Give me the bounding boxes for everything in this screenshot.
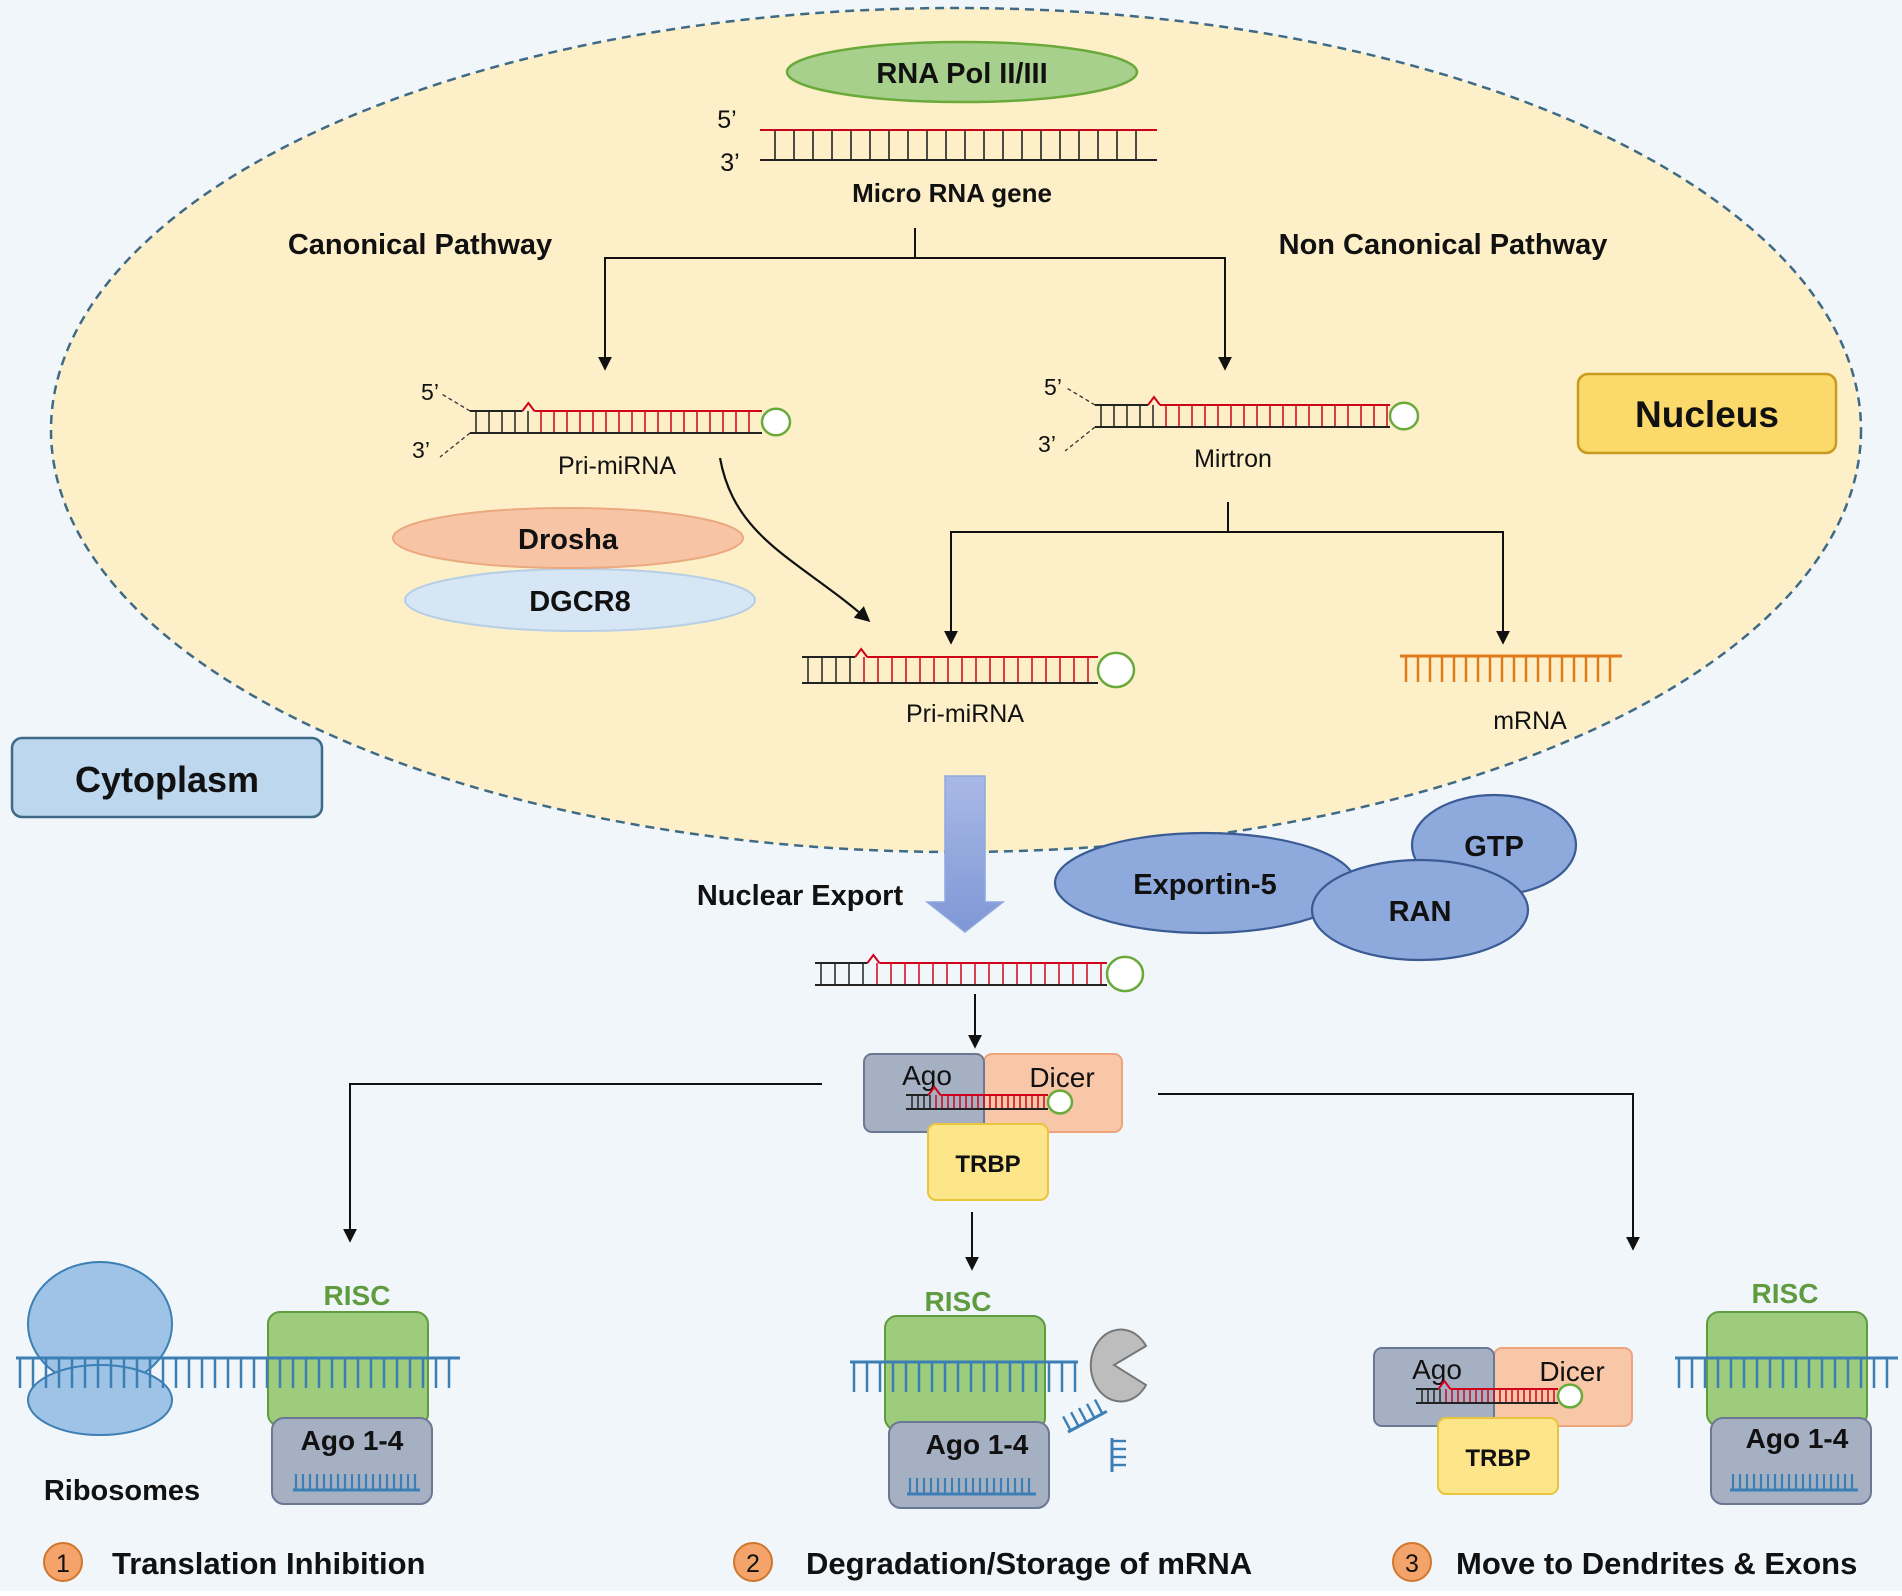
micro-rna-gene-label: Micro RNA gene	[852, 178, 1052, 208]
gene-rungs	[774, 130, 1137, 160]
pri-mirna-hairpin-1	[439, 392, 792, 458]
trbp-label-3: TRBP	[1465, 1445, 1530, 1472]
ribosomes-label: Ribosomes	[44, 1475, 200, 1507]
trbp-box-3	[1437, 1417, 1559, 1495]
target-mrna-1	[16, 1356, 460, 1388]
dicer-hairpin-3	[1416, 1379, 1584, 1409]
outcome-2-badge	[733, 1542, 773, 1582]
ago14-box-1	[271, 1417, 433, 1505]
outcome-2-label: Degradation/Storage of mRNA	[806, 1546, 1252, 1581]
rna-pol-enzyme: RNA Pol II/III	[785, 40, 1139, 104]
nuclear-export-label: Nuclear Export	[697, 880, 904, 912]
exportin-label: Exportin-5	[1133, 869, 1276, 901]
mrna-label: mRNA	[1493, 707, 1567, 735]
pri-mirna-2-label: Pri-miRNA	[906, 700, 1024, 728]
exportin-complex: GTP Exportin-5 RAN	[1053, 793, 1578, 962]
mirtron-hairpin	[1064, 386, 1420, 452]
outcome-3-illustration: Ago Dicer TRBP RISC Ago 1-4	[1373, 1278, 1898, 1505]
nucleus-label: Nucleus	[1635, 394, 1779, 435]
gene-five-prime: 5’	[717, 106, 736, 134]
mirtron-five-prime: 5’	[1044, 374, 1062, 400]
ago14-label-2: Ago 1-4	[926, 1429, 1029, 1460]
ran-label: RAN	[1389, 896, 1452, 928]
outcome-3-badge	[1392, 1542, 1432, 1582]
cytoplasm-label-box: Cytoplasm	[10, 736, 324, 819]
guide-strand-2	[907, 1478, 1036, 1496]
risc-label-3: RISC	[1752, 1278, 1819, 1309]
nucleus-label-box: Nucleus	[1576, 372, 1838, 455]
outcome-1-number: 1	[56, 1550, 70, 1578]
outcome-legend: 1 Translation Inhibition 2 Degradation/S…	[43, 1542, 1857, 1582]
mirtron-label: Mirtron	[1194, 445, 1272, 473]
risc-label-1: RISC	[324, 1280, 391, 1311]
pri1-five-prime: 5’	[421, 379, 439, 405]
trbp-box	[927, 1123, 1049, 1201]
gene-three-prime: 3’	[720, 149, 739, 177]
outcome-1-illustration: RISC Ago 1-4 Ribosomes	[16, 1261, 460, 1507]
dicer-label-3: Dicer	[1539, 1356, 1604, 1387]
dicer-label: Dicer	[1029, 1062, 1094, 1093]
guide-strand-1	[293, 1474, 420, 1492]
ran-ellipse	[1310, 858, 1530, 962]
micro-rna-gene: 5’ 3’ Micro RNA gene	[717, 106, 1157, 208]
pri1-three-prime: 3’	[412, 437, 430, 463]
mrna-strand	[1400, 654, 1622, 682]
outcome-2-illustration: RISC Ago 1-4	[850, 1286, 1148, 1509]
outcome-1-label: Translation Inhibition	[112, 1546, 425, 1581]
pri-mirna-hairpin-2	[802, 647, 1136, 689]
nuclear-export-arrow	[924, 775, 1006, 933]
dicer-complex-center: Ago Dicer TRBP	[863, 1053, 1123, 1201]
canonical-pathway-label: Canonical Pathway	[288, 229, 552, 261]
risc-box-2	[884, 1315, 1046, 1431]
non-canonical-pathway-label: Non Canonical Pathway	[1279, 229, 1608, 261]
target-mrna-3	[1675, 1356, 1898, 1388]
outcome-2-number: 2	[746, 1550, 760, 1578]
rna-pol-label: RNA Pol II/III	[876, 58, 1047, 90]
outcome-3-number: 3	[1405, 1550, 1419, 1578]
trbp-label: TRBP	[955, 1151, 1020, 1178]
outcome-1-badge	[43, 1542, 83, 1582]
target-mrna-2	[850, 1360, 1078, 1392]
drosha-processing-arrow	[718, 457, 871, 623]
outcome-3-label: Move to Dendrites & Exons	[1456, 1546, 1857, 1581]
guide-strand-3	[1730, 1474, 1858, 1492]
pre-mirna-hairpin	[815, 953, 1145, 993]
cytoplasm-label: Cytoplasm	[75, 759, 259, 800]
risc-label-2: RISC	[925, 1286, 992, 1317]
gtp-label: GTP	[1464, 831, 1524, 863]
dicer-hairpin	[906, 1085, 1074, 1115]
gene-branch-arrows	[598, 228, 1232, 371]
drosha-enzyme: Drosha	[392, 507, 744, 569]
mirtron-branch-arrows	[944, 502, 1510, 645]
ago-box-3	[1373, 1347, 1495, 1427]
exonuclease-icon	[1089, 1328, 1148, 1403]
ago14-label-1: Ago 1-4	[301, 1425, 404, 1456]
drosha-label: Drosha	[518, 524, 619, 556]
ago-box	[863, 1053, 985, 1133]
dgcr8-label: DGCR8	[529, 586, 631, 618]
mirtron-three-prime: 3’	[1038, 431, 1056, 457]
pri-mirna-1-label: Pri-miRNA	[558, 452, 676, 480]
ago-label-3: Ago	[1412, 1354, 1462, 1385]
outcome-arrows	[343, 1083, 1640, 1271]
ago-label: Ago	[902, 1060, 952, 1091]
ago14-label-3: Ago 1-4	[1746, 1423, 1849, 1454]
dgcr8-enzyme: DGCR8	[404, 568, 756, 632]
degraded-fragments	[1062, 1399, 1126, 1472]
